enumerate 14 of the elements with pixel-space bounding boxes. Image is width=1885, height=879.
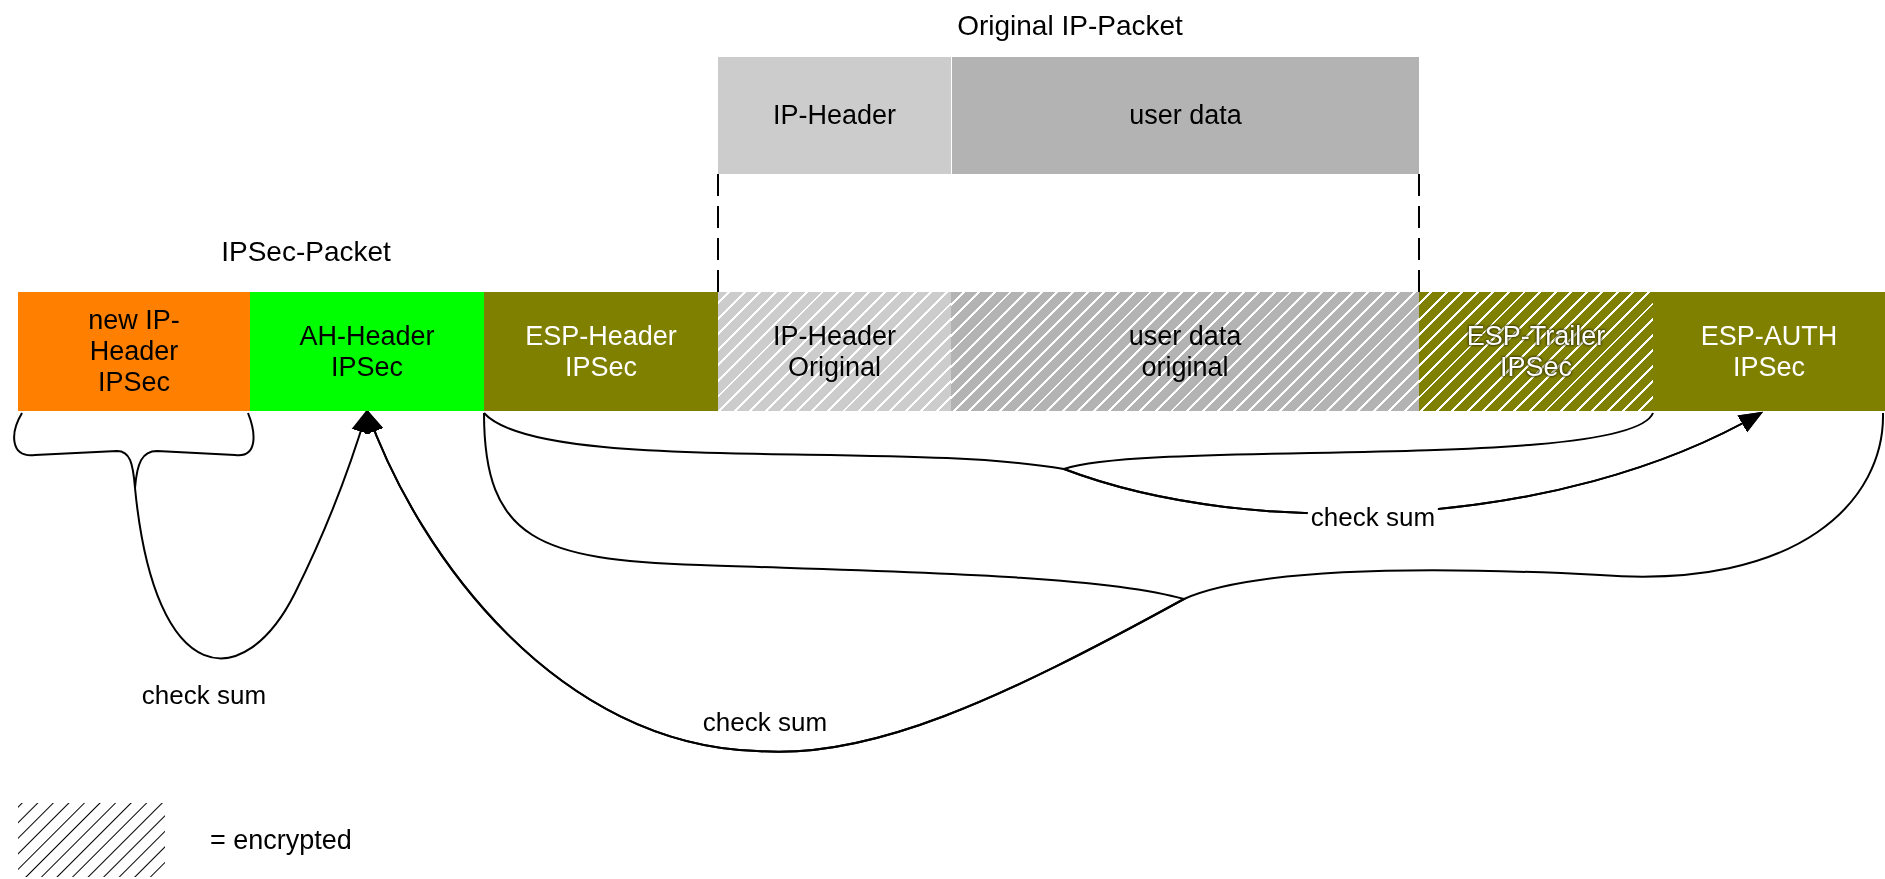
header-field: ESP-Header IPSec — [484, 292, 718, 411]
auth-field: ESP-AUTH IPSec — [1653, 292, 1885, 411]
dashed-line — [1418, 173, 1420, 293]
arrow — [1063, 411, 1764, 515]
data-field: user data — [952, 57, 1419, 174]
header-field: new IP-Header IPSec — [18, 292, 250, 411]
header-field: AH-Header IPSec — [250, 292, 484, 411]
data-field: user data original — [951, 292, 1419, 411]
legend-label: = encrypted — [210, 824, 352, 856]
section-title: Original IP-Packet — [957, 10, 1183, 42]
section-title: IPSec-Packet — [221, 236, 391, 268]
dashed-line — [717, 173, 719, 293]
header-field: IP-Header Original — [718, 292, 951, 411]
header-field: IP-Header — [718, 57, 951, 174]
